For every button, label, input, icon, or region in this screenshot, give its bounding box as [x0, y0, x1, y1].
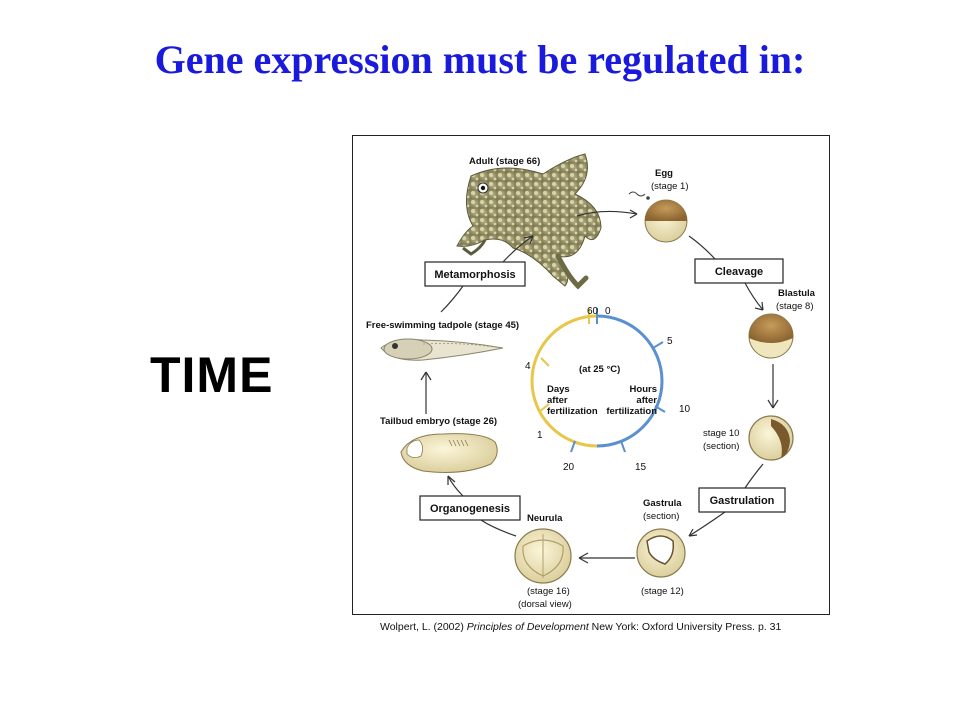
hour-tick-0: 0 [605, 306, 611, 317]
life-cycle-figure: Adult (stage 66) Egg (stage 1) Blastula … [352, 135, 830, 615]
egg-image [628, 191, 688, 243]
organogenesis-box: Organogenesis [419, 495, 521, 521]
day-tick-4: 4 [525, 361, 531, 372]
life-cycle-diagram: Adult (stage 66) Egg (stage 1) Blastula … [366, 153, 816, 610]
clock-hours-line2: after [636, 395, 657, 406]
stage-tailbud-label: Tailbud embryo (stage 26) [380, 416, 497, 427]
stage-gastrula-stage: (stage 12) [641, 586, 684, 597]
arrow-tadpole-to-metamorphosis [440, 285, 464, 313]
stage-neurula-stage: (stage 16) [527, 586, 570, 597]
caption-author: Wolpert, L. (2002) [380, 621, 467, 633]
stage-10-sub: (section) [703, 441, 739, 452]
arrow-metamorphosis-to-adult [502, 235, 534, 263]
stage-neurula-label: Neurula [527, 513, 563, 524]
hours-arc [596, 314, 664, 448]
neurula-image [514, 528, 572, 584]
metamorphosis-label: Metamorphosis [434, 269, 515, 281]
clock-days-line2: after [547, 395, 568, 406]
organogenesis-label: Organogenesis [430, 503, 510, 515]
stage-neurula-view: (dorsal view) [518, 599, 572, 610]
stage-gastrula-sub: (section) [643, 511, 679, 522]
adult-frog-image [456, 153, 602, 290]
metamorphosis-box: Metamorphosis [424, 261, 526, 287]
day-tick-1: 1 [537, 430, 543, 441]
arrow-adult-to-egg [576, 210, 638, 217]
hour-tick-10: 10 [679, 404, 691, 415]
caption-book-title: Principles of Development [466, 621, 589, 633]
stage-blastula-sub: (stage 8) [776, 301, 814, 312]
stage-egg-sub: (stage 1) [651, 181, 689, 192]
stage-blastula-label: Blastula [778, 288, 816, 299]
stage10-image [748, 415, 794, 461]
clock-temp-label: (at 25 °C) [579, 364, 620, 375]
cleavage-box: Cleavage [694, 258, 784, 284]
cycle-arrows [420, 209, 779, 564]
stage-10-label: stage 10 [703, 428, 739, 439]
day-tick-60: 60 [587, 306, 599, 317]
slide-title: Gene expression must be regulated in: [154, 37, 806, 82]
clock-hours-line3: fertilization [606, 406, 657, 417]
arrow-egg-to-cleavage [688, 235, 716, 260]
arrow-stage10-to-gastrulation [744, 463, 764, 489]
stage-egg-label: Egg [655, 168, 673, 179]
time-label: TIME [150, 347, 274, 403]
stage-gastrula-label: Gastrula [643, 498, 682, 509]
days-arc [530, 314, 598, 448]
gastrula-image [636, 528, 686, 578]
stage-adult-label: Adult (stage 66) [469, 156, 540, 167]
caption-publisher: New York: Oxford University Press. p. 31 [588, 621, 782, 633]
clock-hours-line1: Hours [630, 384, 657, 395]
cleavage-label: Cleavage [715, 266, 763, 278]
arrow-organogenesis-to-tailbud [447, 475, 464, 497]
gastrulation-label: Gastrulation [710, 495, 775, 507]
blastula-image [748, 313, 794, 359]
clock-days-line3: fertilization [547, 406, 598, 417]
arrow-gastrulation-to-gastrula [688, 511, 726, 537]
tailbud-image [400, 433, 498, 473]
hour-tick-20: 20 [563, 462, 575, 473]
figure-caption: Wolpert, L. (2002) Principles of Develop… [380, 621, 781, 633]
development-clock: 0 5 10 15 20 1 4 60 (at 25 °C) Days afte… [525, 306, 691, 473]
hour-tick-15: 15 [635, 462, 647, 473]
arrow-cleavage-to-blastula [744, 282, 764, 311]
tadpole-image [380, 338, 504, 361]
clock-days-line1: Days [547, 384, 570, 395]
hour-tick-5: 5 [667, 336, 673, 347]
gastrulation-box: Gastrulation [698, 487, 786, 513]
stage-tadpole-label: Free-swimming tadpole (stage 45) [366, 320, 519, 331]
arrow-neurula-to-organogenesis [480, 519, 517, 537]
